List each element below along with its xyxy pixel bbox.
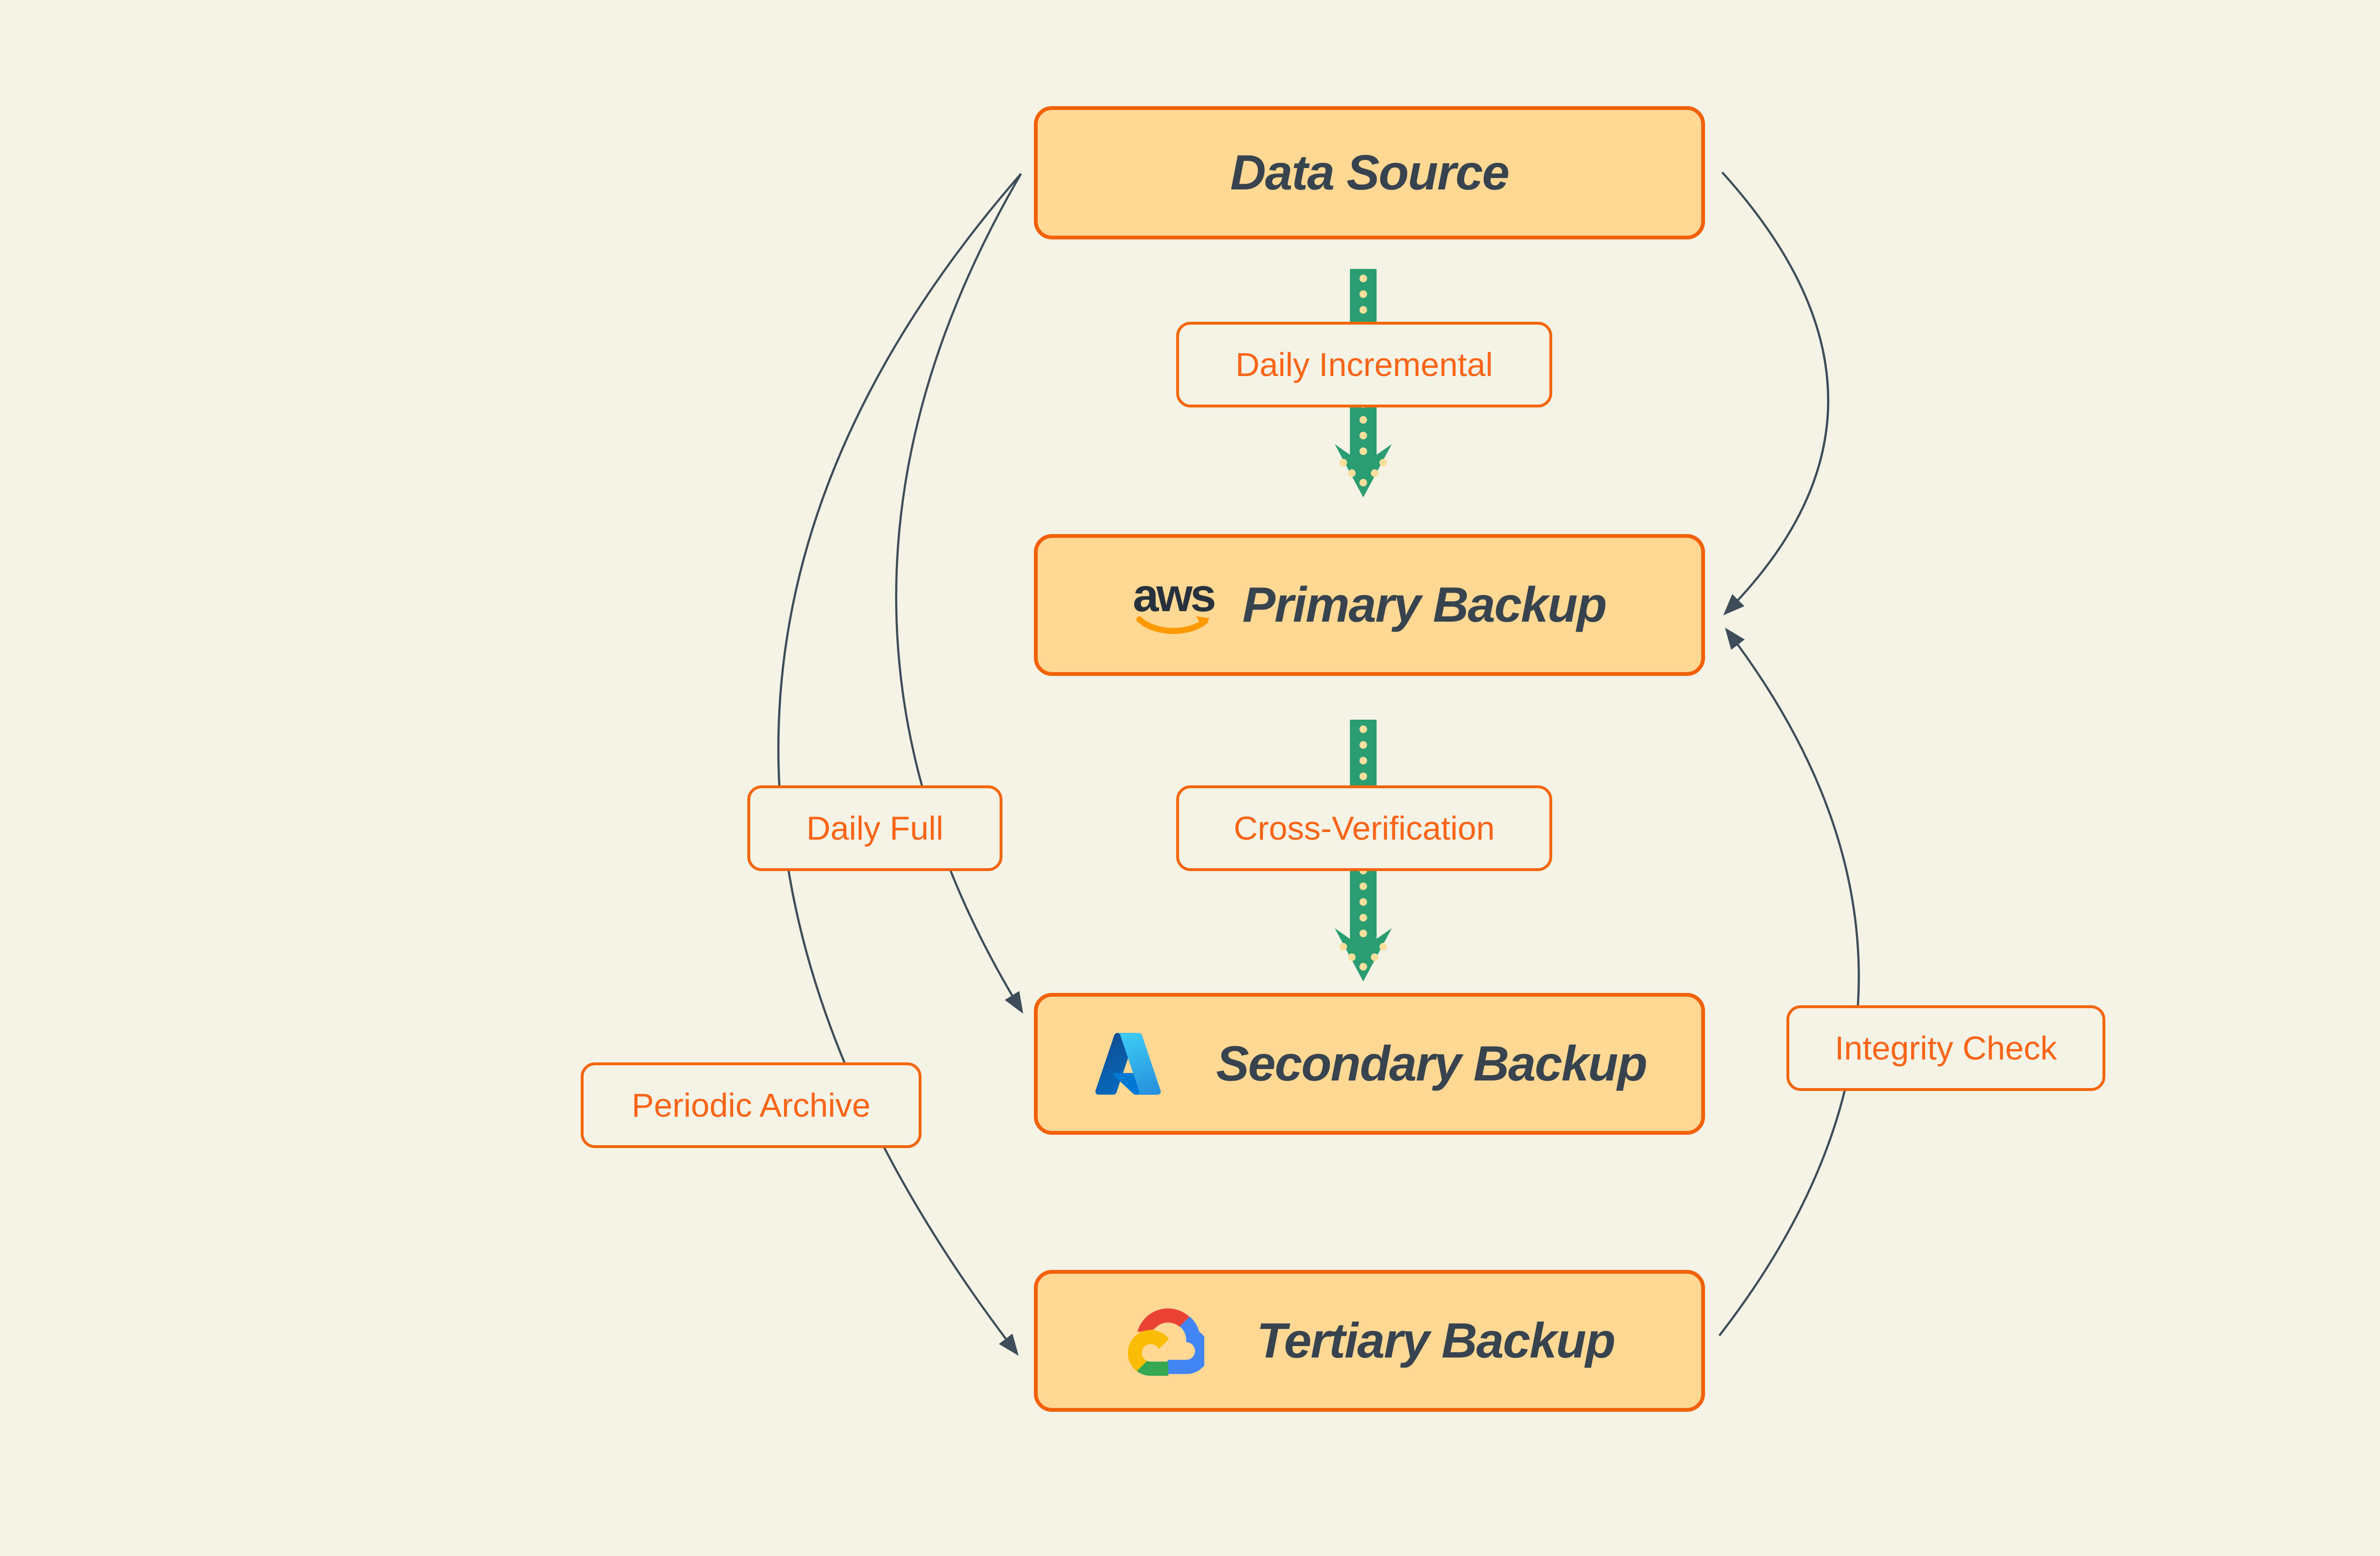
edge-integrity-check-curve	[1718, 627, 1860, 1337]
edge-label-daily-incremental: Daily Incremental	[1176, 322, 1552, 407]
azure-logo-icon	[1092, 1028, 1164, 1100]
edge-periodic-archive-curve	[777, 173, 1022, 1356]
node-data-source: Data Source	[1034, 106, 1705, 239]
edge-data-source-to-primary-curve	[1721, 171, 1829, 615]
edge-label-text: Cross-Verification	[1233, 810, 1495, 847]
edge-label-integrity-check: Integrity Check	[1786, 1005, 2105, 1091]
edge-label-text: Integrity Check	[1835, 1030, 2057, 1067]
aws-logo-icon: aws	[1132, 569, 1216, 639]
node-primary-backup-label: Primary Backup	[1242, 577, 1607, 633]
node-tertiary-backup-label: Tertiary Backup	[1256, 1313, 1616, 1368]
edge-label-daily-full: Daily Full	[747, 785, 1002, 871]
node-secondary-backup: Secondary Backup	[1034, 993, 1705, 1135]
node-primary-backup: aws Primary Backup	[1034, 534, 1705, 676]
google-cloud-logo-icon	[1124, 1305, 1204, 1377]
edge-label-text: Daily Full	[806, 810, 943, 847]
node-data-source-label: Data Source	[1230, 145, 1510, 200]
edge-label-text: Periodic Archive	[632, 1087, 871, 1124]
edge-label-text: Daily Incremental	[1235, 346, 1493, 383]
node-secondary-backup-label: Secondary Backup	[1216, 1036, 1647, 1091]
aws-logo-text: aws	[1132, 569, 1216, 622]
aws-smile-icon	[1136, 616, 1210, 634]
edge-label-cross-verification: Cross-Verification	[1176, 785, 1552, 871]
node-tertiary-backup: Tertiary Backup	[1034, 1270, 1705, 1412]
edge-daily-full-curve	[895, 173, 1023, 1014]
edge-label-periodic-archive: Periodic Archive	[581, 1062, 922, 1148]
